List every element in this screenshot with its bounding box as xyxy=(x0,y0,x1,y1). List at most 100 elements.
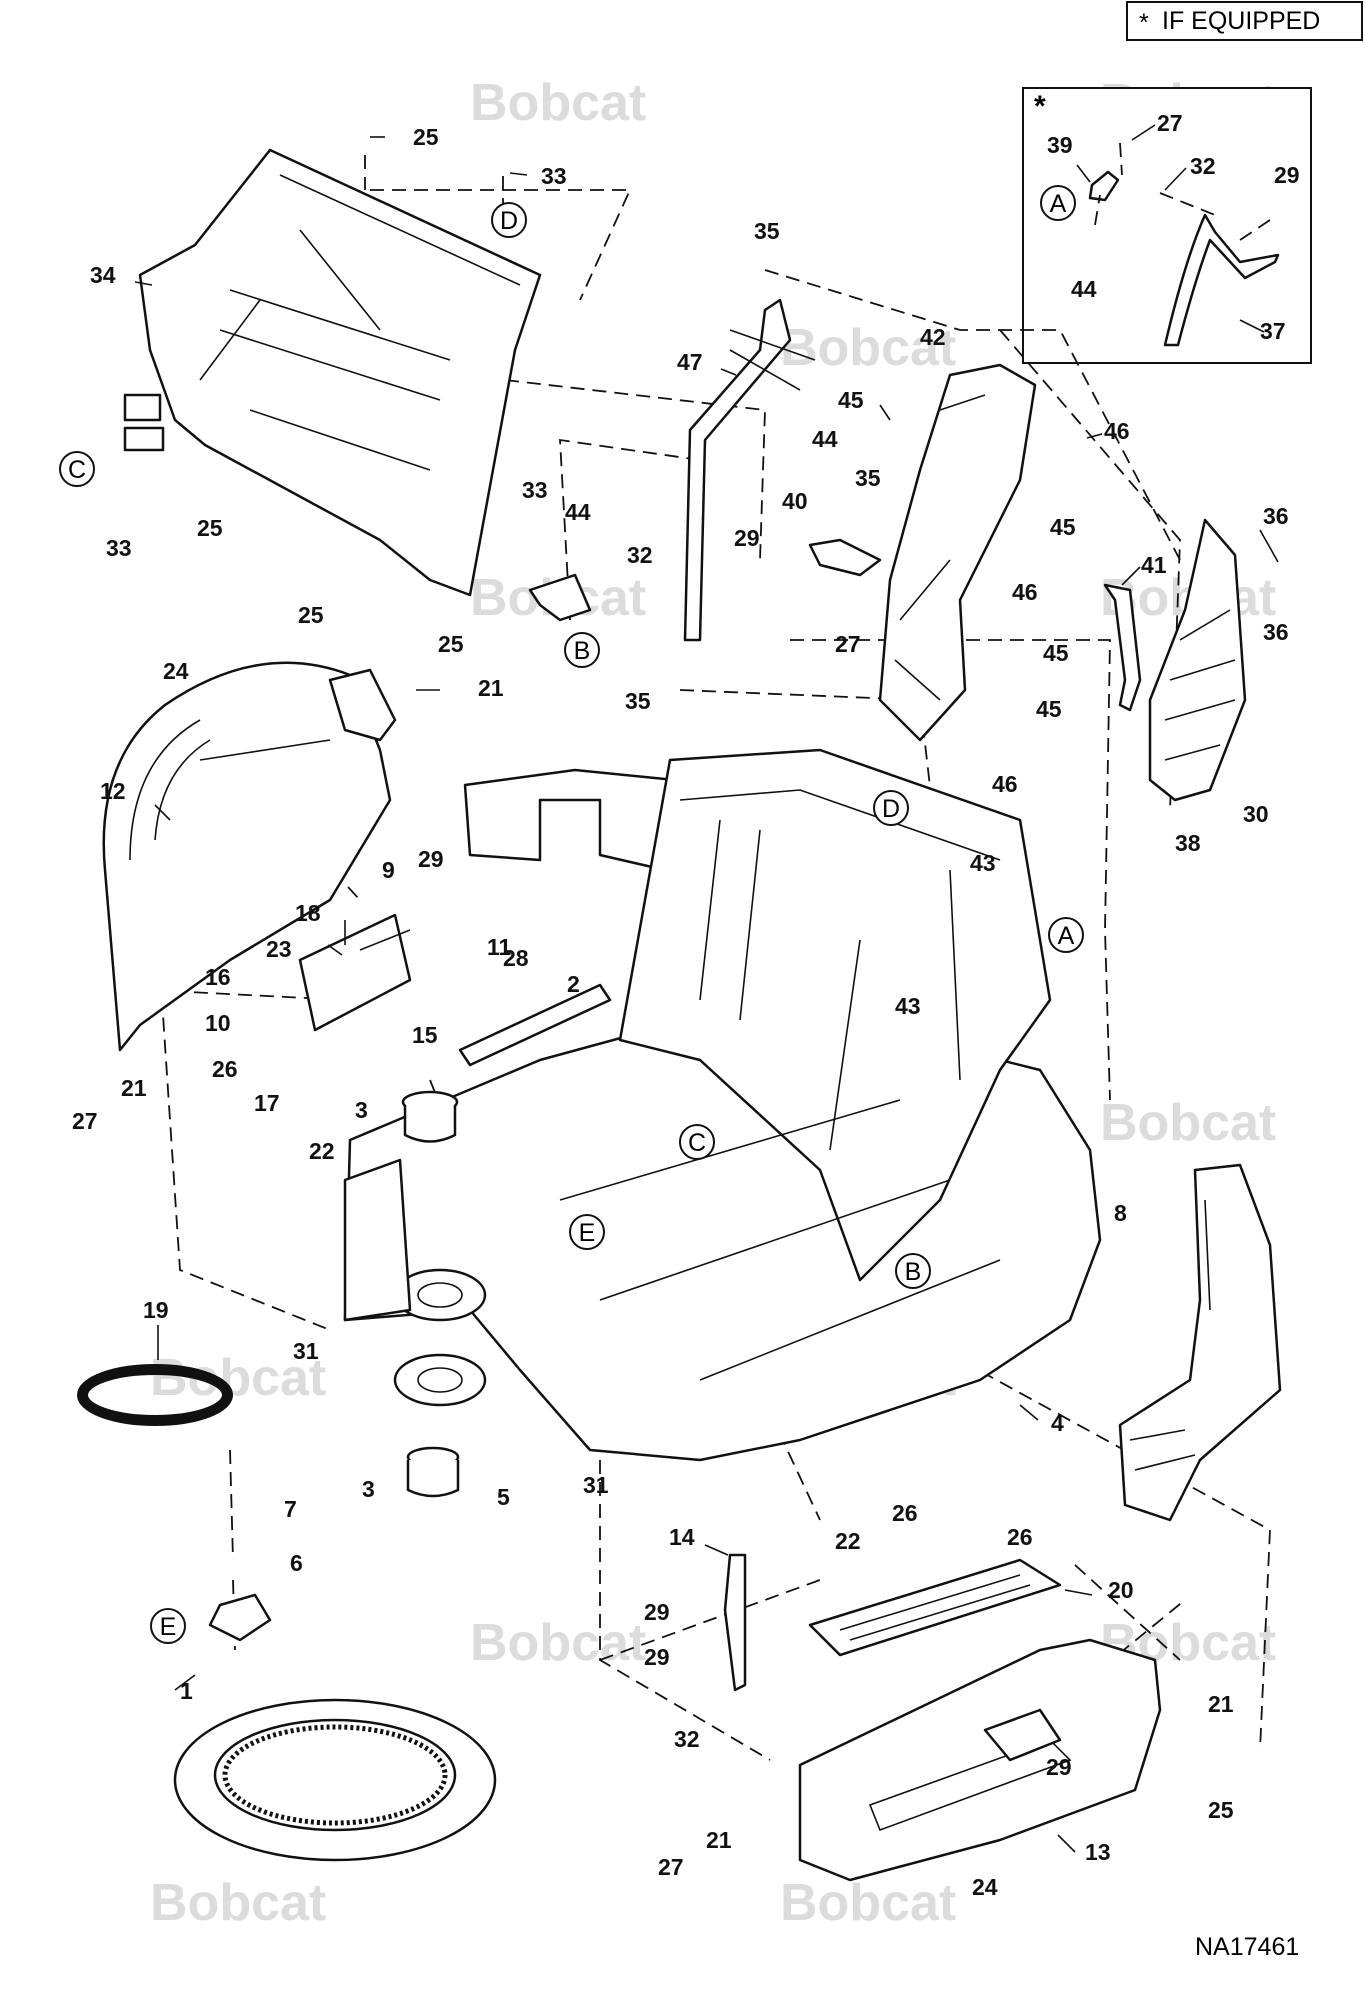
callout-27: 27 xyxy=(72,1108,98,1134)
callout-36: 36 xyxy=(1263,619,1289,645)
callout-29: 29 xyxy=(418,846,444,872)
callout-35: 35 xyxy=(754,218,780,244)
callout-46: 46 xyxy=(1104,418,1130,444)
callout-45: 45 xyxy=(1050,514,1076,540)
svg-text:B: B xyxy=(905,1258,922,1286)
callout-8: 8 xyxy=(1114,1200,1127,1226)
callout-33: 33 xyxy=(541,163,567,189)
callout-43: 43 xyxy=(895,993,921,1019)
callout-27: 27 xyxy=(1157,110,1183,136)
svg-text:C: C xyxy=(68,456,86,484)
svg-text:D: D xyxy=(882,795,900,823)
watermark: Bobcat xyxy=(780,319,956,377)
part-swing-ring-1 xyxy=(173,1698,497,1862)
callout-2: 2 xyxy=(567,971,580,997)
callout-11: 11 xyxy=(487,934,512,960)
callout-32: 32 xyxy=(674,1726,700,1752)
ref-circle-b: B xyxy=(564,632,600,668)
ref-circle-d: D xyxy=(491,202,527,238)
callout-26: 26 xyxy=(212,1056,238,1082)
watermark: Bobcat xyxy=(470,74,646,132)
callout-40: 40 xyxy=(782,488,808,514)
callout-44: 44 xyxy=(1071,276,1097,302)
callout-9: 9 xyxy=(382,857,395,883)
part-support-14 xyxy=(723,1553,747,1692)
callout-13: 13 xyxy=(1085,1839,1111,1865)
part-side-cover-12 xyxy=(102,661,397,1052)
callout-47: 47 xyxy=(677,349,703,375)
svg-text:E: E xyxy=(160,1613,177,1641)
reference-circles: A A B B C C D D xyxy=(59,185,1084,1644)
part-bracket-41 xyxy=(1103,583,1142,712)
callout-26: 26 xyxy=(892,1500,918,1526)
cover-plate xyxy=(983,1708,1062,1762)
svg-text:E: E xyxy=(579,1219,596,1247)
callout-45: 45 xyxy=(1036,696,1062,722)
callout-21: 21 xyxy=(1208,1691,1234,1717)
callout-32: 32 xyxy=(1190,153,1216,179)
callout-41: 41 xyxy=(1141,552,1167,578)
pad xyxy=(123,393,162,422)
callout-12: 12 xyxy=(100,778,126,804)
pad xyxy=(123,426,165,452)
part-side-panel-42 xyxy=(878,363,1037,742)
callout-45: 45 xyxy=(838,387,864,413)
callout-42: 42 xyxy=(920,324,946,350)
ref-circle-e: E xyxy=(150,1608,186,1644)
watermark: Bobcat xyxy=(780,1874,956,1932)
callout-31: 31 xyxy=(583,1472,609,1498)
callout-31: 31 xyxy=(293,1338,319,1364)
callout-24: 24 xyxy=(972,1874,998,1900)
ref-circle-b: B xyxy=(895,1253,931,1289)
svg-text:A: A xyxy=(1050,190,1067,218)
callout-21: 21 xyxy=(478,675,504,701)
callout-6: 6 xyxy=(290,1550,303,1576)
part-battery-box-15 xyxy=(298,913,412,1032)
callout-25: 25 xyxy=(1208,1797,1234,1823)
part-swing-boss xyxy=(343,1158,487,1407)
callout-32: 32 xyxy=(627,542,653,568)
callout-25: 25 xyxy=(438,631,464,657)
part-right-cover xyxy=(1118,1163,1282,1522)
callout-44: 44 xyxy=(565,499,591,525)
callout-15: 15 xyxy=(412,1022,438,1048)
part-bushing-3-upper xyxy=(401,1090,459,1143)
callout-22: 22 xyxy=(835,1528,861,1554)
part-plate-e xyxy=(208,1593,272,1642)
part-grille-38 xyxy=(1148,518,1247,802)
leader-lines xyxy=(134,124,1279,1853)
handle-bracket-37 xyxy=(1163,213,1280,347)
callout-3: 3 xyxy=(355,1097,368,1123)
latch xyxy=(328,668,397,742)
callout-27: 27 xyxy=(658,1854,684,1880)
callout-25: 25 xyxy=(197,515,223,541)
callout-3: 3 xyxy=(362,1476,375,1502)
watermark: Bobcat xyxy=(150,1349,326,1407)
part-frame-47 xyxy=(683,298,816,642)
part-bracket-40 xyxy=(808,538,882,577)
callout-18: 18 xyxy=(295,900,321,926)
ref-circle-c: C xyxy=(679,1124,715,1160)
part-bracket-44 xyxy=(528,573,592,622)
callout-43: 43 xyxy=(970,850,996,876)
drawing-number: NA17461 xyxy=(1195,1933,1299,1961)
part-bushing-3-lower xyxy=(406,1446,460,1498)
callout-46: 46 xyxy=(992,771,1018,797)
callout-16: 16 xyxy=(205,964,231,990)
callout-21: 21 xyxy=(121,1075,147,1101)
callout-37: 37 xyxy=(1260,318,1286,344)
callout-30: 30 xyxy=(1243,801,1269,827)
ref-circle-a: A xyxy=(1048,917,1084,953)
callout-22: 22 xyxy=(309,1138,335,1164)
callout-35: 35 xyxy=(625,688,651,714)
callout-7: 7 xyxy=(284,1496,297,1522)
callout-29: 29 xyxy=(644,1644,670,1670)
part-step-20 xyxy=(808,1558,1062,1657)
watermark: Bobcat xyxy=(1100,1094,1276,1152)
callout-20: 20 xyxy=(1108,1577,1134,1603)
callout-29: 29 xyxy=(734,525,760,551)
callout-21: 21 xyxy=(706,1827,732,1853)
watermark: Bobcat xyxy=(470,1614,646,1672)
callout-34: 34 xyxy=(90,262,116,288)
